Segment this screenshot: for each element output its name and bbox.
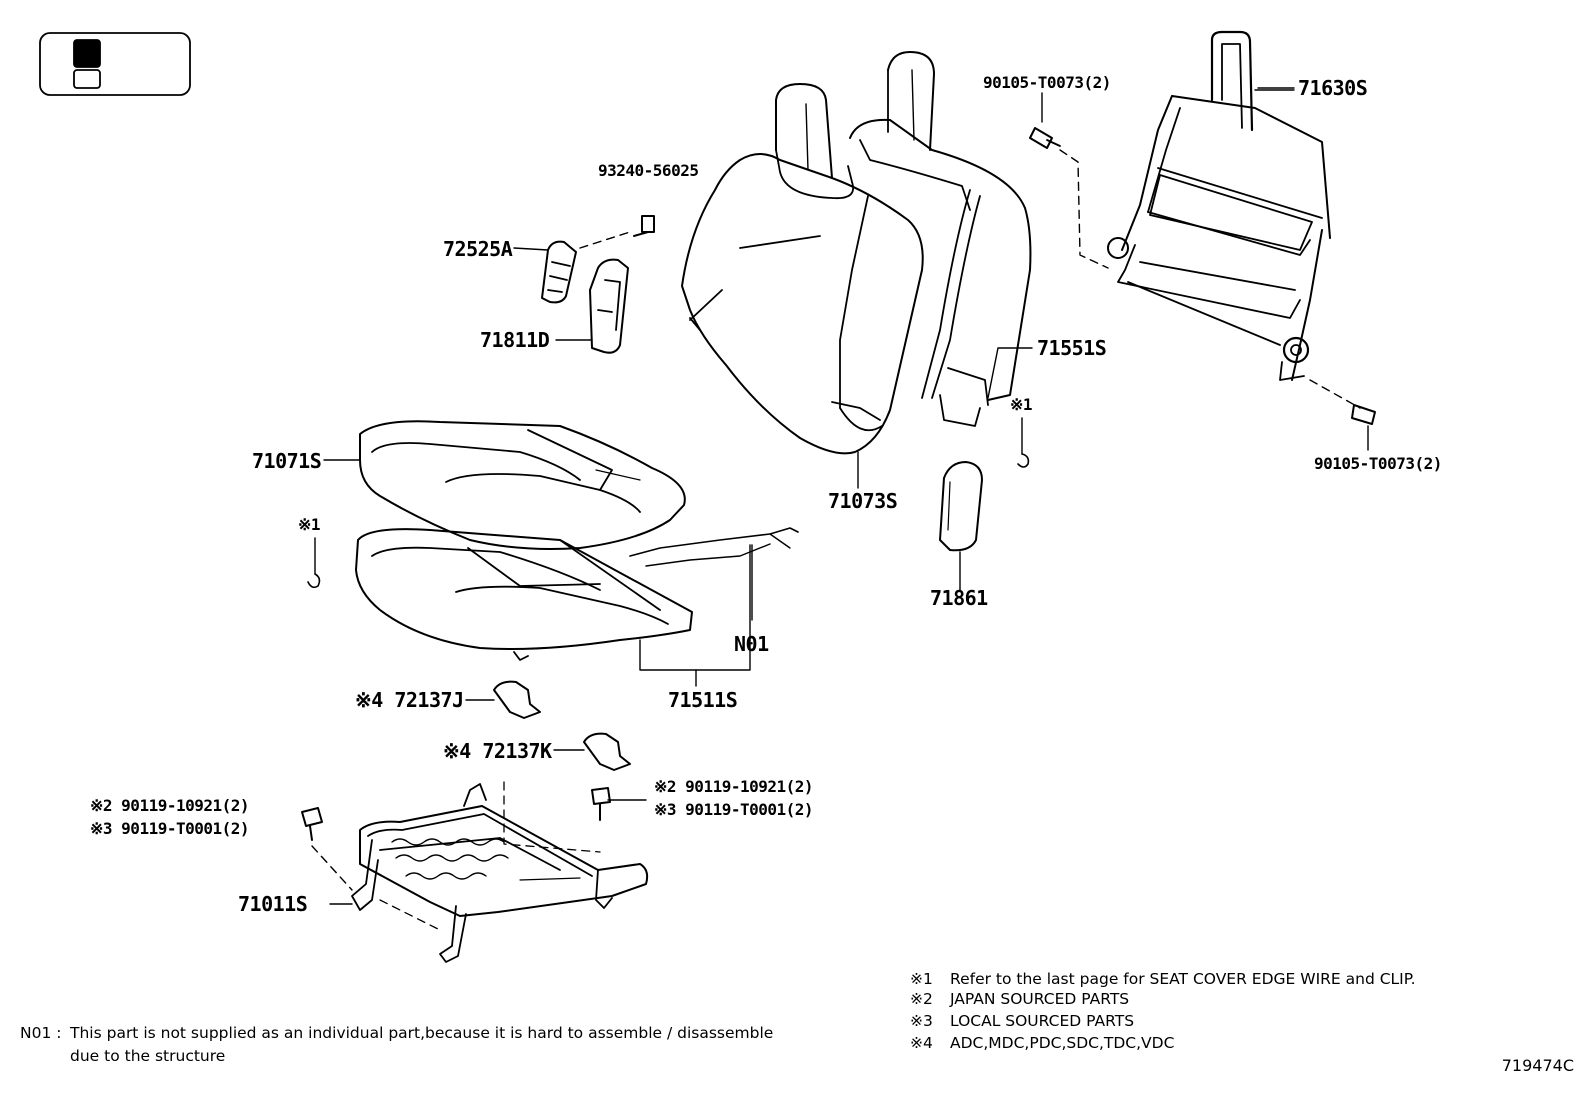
cover-72137j xyxy=(465,680,541,719)
footnote-code: N01 : xyxy=(20,1024,62,1042)
bolt-90105-upper xyxy=(1029,92,1109,269)
label-71071s: 71071S xyxy=(252,449,322,473)
footnote-line-1: This part is not supplied as an individu… xyxy=(70,1024,774,1042)
knob-72525a xyxy=(541,231,631,304)
cover-72137k xyxy=(553,732,631,771)
seatback-front-71073s xyxy=(681,83,924,455)
orientation-icon xyxy=(39,32,191,96)
label-72525a: 72525A xyxy=(443,237,513,261)
harness-n01 xyxy=(629,527,799,687)
seat-frame-71011s xyxy=(329,781,649,963)
cushion-cover-71071s xyxy=(359,420,686,550)
label-71630s: 71630S xyxy=(1298,76,1368,100)
label-90119-japan-left: ※2 90119-10921(2) xyxy=(90,796,250,815)
cover-71811d xyxy=(589,258,629,354)
label-71551s: 71551S xyxy=(1037,336,1107,360)
clip-right xyxy=(1017,417,1030,468)
label-71861: 71861 xyxy=(930,586,988,610)
label-71011s: 71011S xyxy=(238,892,308,916)
cover-71861 xyxy=(939,461,983,591)
seatback-rear-71551s xyxy=(849,51,1032,427)
seatback-frame-71630s xyxy=(1107,30,1331,381)
clip-left xyxy=(307,537,321,589)
label-90105-lower: 90105-T0073(2) xyxy=(1314,454,1442,473)
label-90119-japan-right: ※2 90119-10921(2) xyxy=(654,777,814,796)
label-71811d: 71811D xyxy=(480,328,550,352)
bolt-90119-right xyxy=(591,787,647,821)
label-71511s: 71511S xyxy=(668,688,738,712)
label-90105-upper: 90105-T0073(2) xyxy=(983,73,1111,92)
label-note1-right: ※1 xyxy=(1010,395,1033,414)
label-note1-left: ※1 xyxy=(298,515,321,534)
label-93240: 93240-56025 xyxy=(598,161,699,180)
screw-93240 xyxy=(633,215,655,237)
label-90119-local-right: ※3 90119-T0001(2) xyxy=(654,800,814,819)
bolt-90105-lower xyxy=(1309,379,1376,451)
label-72137j: ※4 72137J xyxy=(355,688,464,712)
label-71073s: 71073S xyxy=(828,489,898,513)
label-90119-local-left: ※3 90119-T0001(2) xyxy=(90,819,250,838)
leader-lines xyxy=(323,87,1295,489)
label-72137k: ※4 72137K xyxy=(443,739,552,763)
footnote-line-2: due to the structure xyxy=(70,1047,226,1065)
label-n01: N01 xyxy=(734,632,769,656)
bolt-90119-left xyxy=(301,807,353,891)
illustration-code: 719474C xyxy=(1501,1056,1574,1075)
cushion-pad-71511s xyxy=(355,528,751,671)
